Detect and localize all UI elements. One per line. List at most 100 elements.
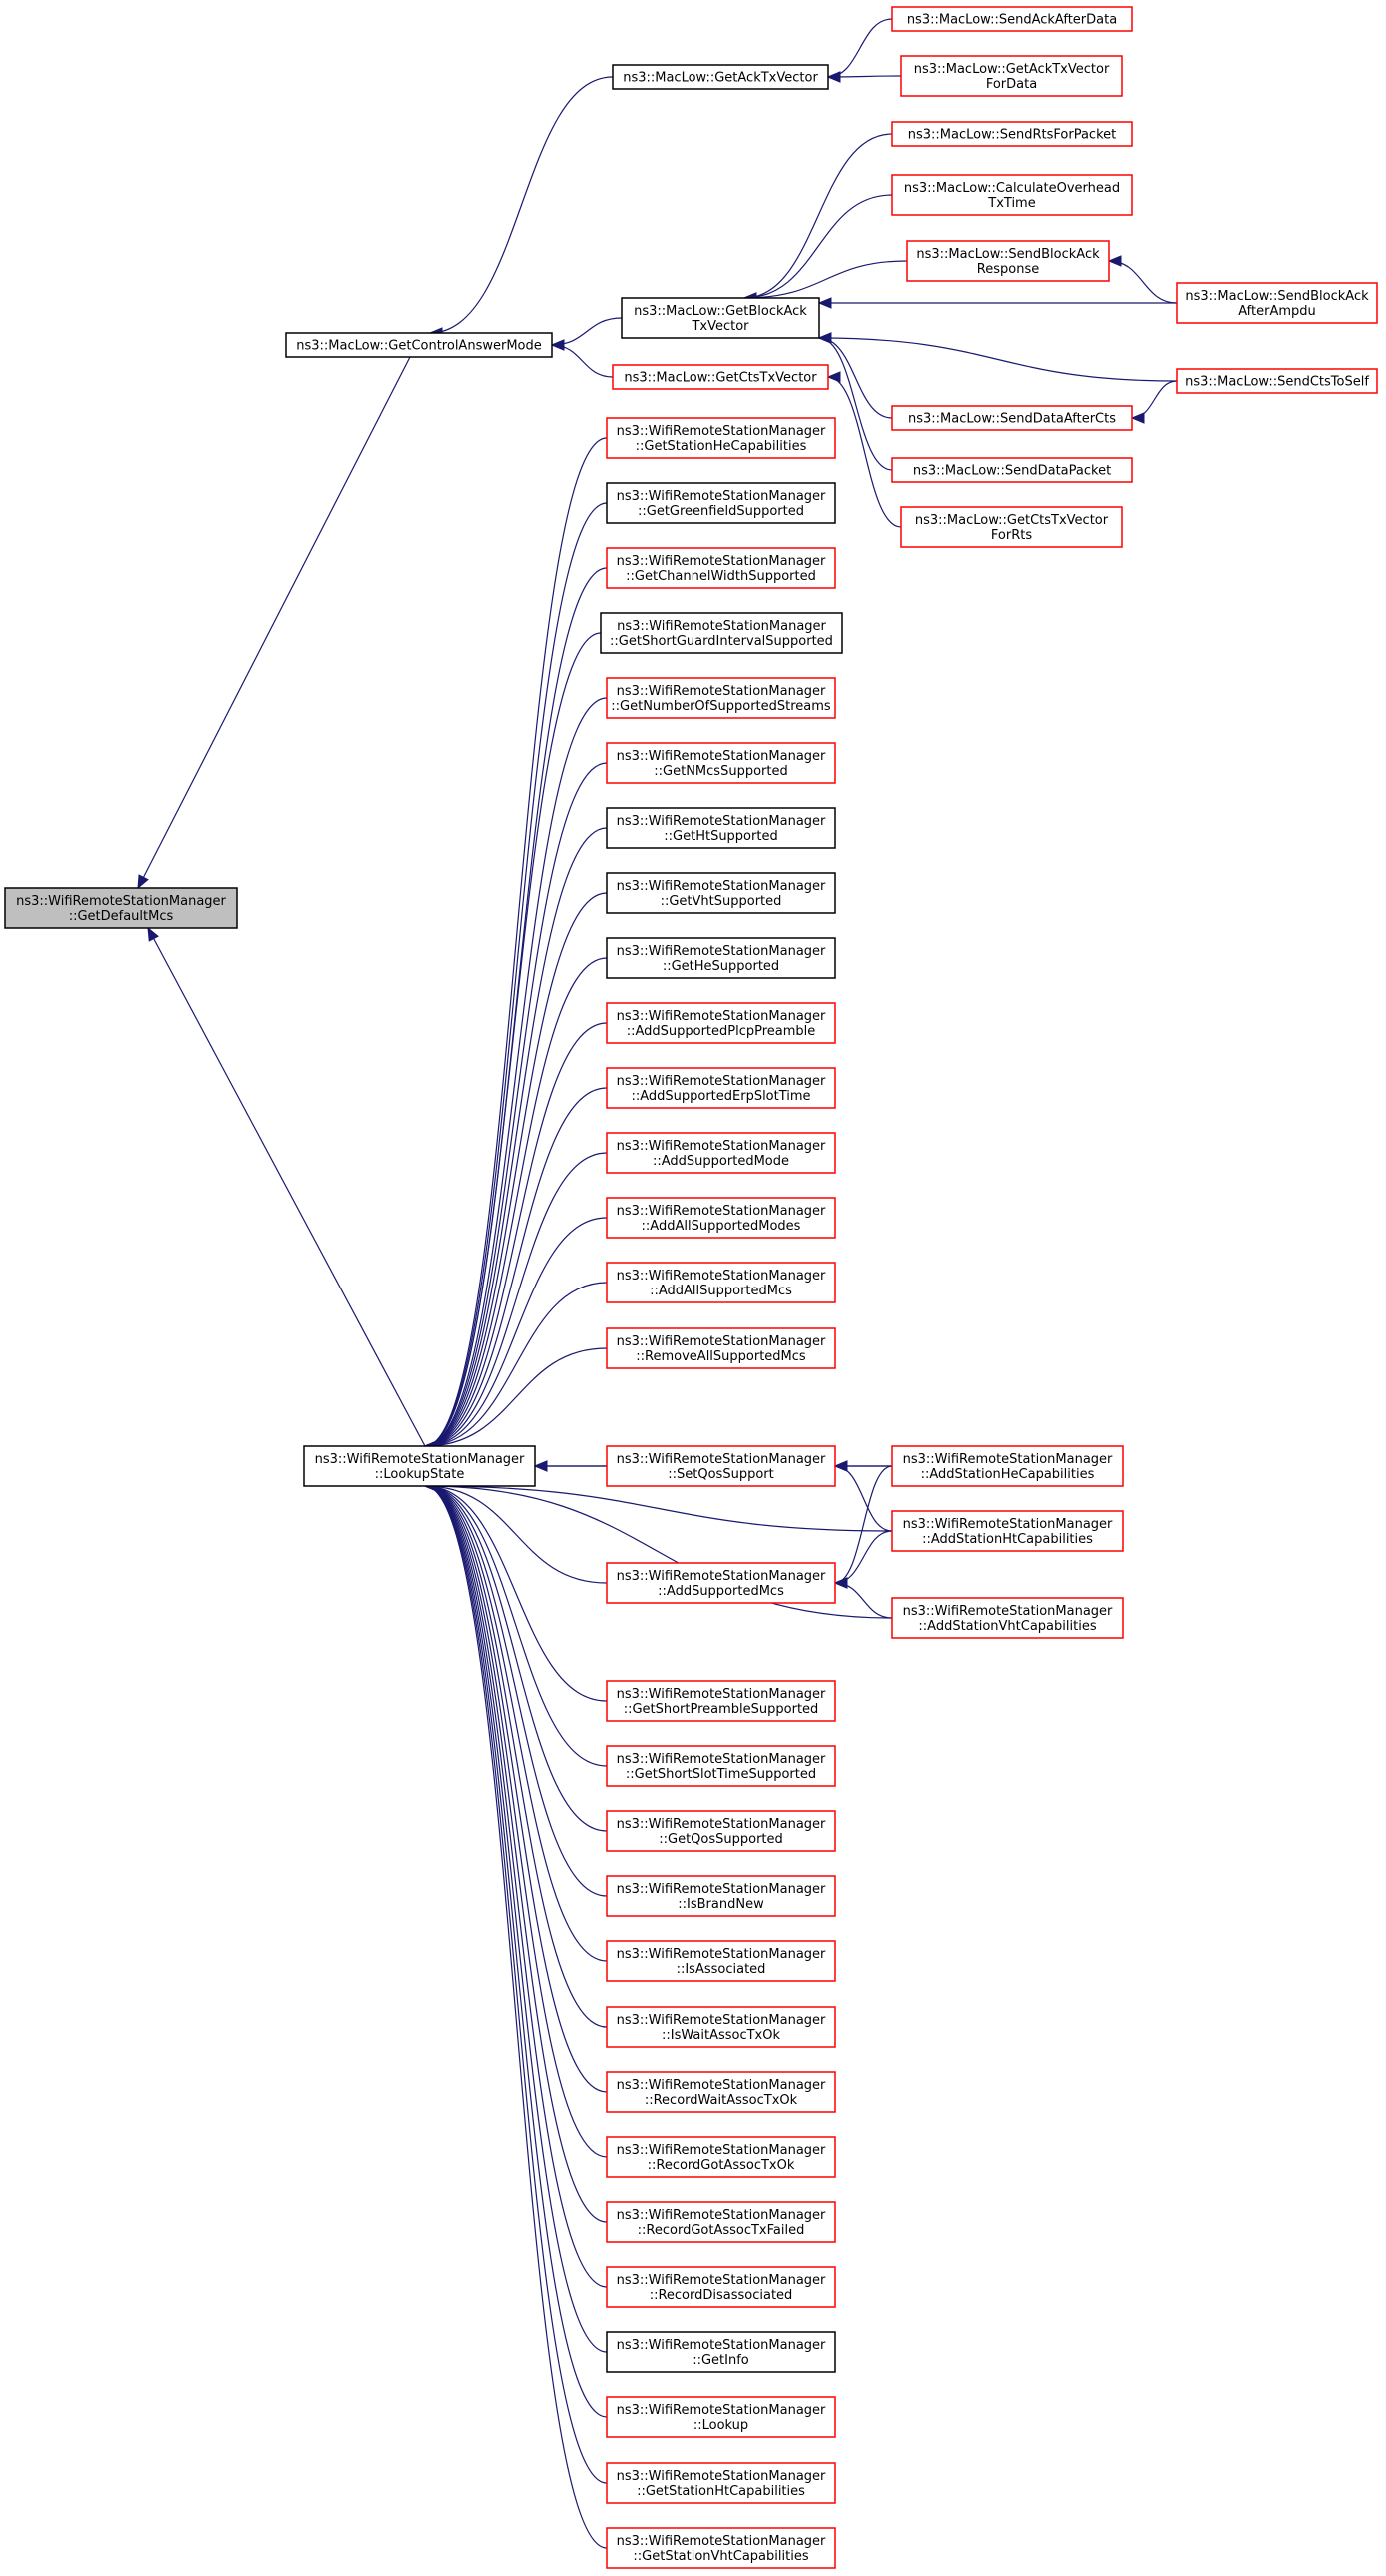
node-is-associated[interactable]: ns3::WifiRemoteStationManager::IsAssocia… bbox=[606, 1940, 836, 1982]
node-label-line: ns3::WifiRemoteStationManager bbox=[617, 2338, 826, 2353]
node-label-line: ::GetQosSupported bbox=[659, 1832, 783, 1847]
node-root: ns3::WifiRemoteStationManager::GetDefaul… bbox=[4, 887, 238, 929]
node-send-data-after-cts[interactable]: ns3::MacLow::SendDataAfterCts bbox=[891, 405, 1133, 431]
node-box bbox=[285, 332, 553, 358]
edge-line bbox=[424, 957, 608, 1447]
node-get-station-ht-capabilities[interactable]: ns3::WifiRemoteStationManager::GetStatio… bbox=[606, 2462, 836, 2504]
node-label-line: ::LookupState bbox=[375, 1467, 465, 1482]
node-label-line: ns3::WifiRemoteStationManager bbox=[617, 2078, 826, 2093]
edge-add-station-ht-capabilities-to-set-qos-support bbox=[833, 1460, 893, 1532]
node-get-qos-supported[interactable]: ns3::WifiRemoteStationManager::GetQosSup… bbox=[606, 1810, 836, 1852]
node-box bbox=[606, 1262, 836, 1303]
node-get-greenfield-supported[interactable]: ns3::WifiRemoteStationManager::GetGreenf… bbox=[606, 482, 836, 524]
node-get-station-he-capabilities[interactable]: ns3::WifiRemoteStationManager::GetStatio… bbox=[606, 417, 836, 459]
node-lookup-state[interactable]: ns3::WifiRemoteStationManager::LookupSta… bbox=[303, 1445, 536, 1487]
arrowhead-icon bbox=[833, 1577, 848, 1589]
node-send-data-packet[interactable]: ns3::MacLow::SendDataPacket bbox=[891, 457, 1133, 483]
node-record-got-assoc-tx-ok[interactable]: ns3::WifiRemoteStationManager::RecordGot… bbox=[606, 2136, 836, 2178]
node-label-line: ::GetStationHeCapabilities bbox=[636, 439, 807, 454]
node-label-line: ::GetInfo bbox=[693, 2353, 749, 2368]
node-label-line: ns3::WifiRemoteStationManager bbox=[617, 1947, 826, 1962]
node-send-ack-after-data[interactable]: ns3::MacLow::SendAckAfterData bbox=[891, 6, 1133, 32]
arrowhead-icon bbox=[533, 1460, 548, 1472]
edge-line bbox=[827, 376, 902, 528]
node-add-station-vht-capabilities[interactable]: ns3::WifiRemoteStationManager::AddStatio… bbox=[891, 1597, 1124, 1639]
node-is-wait-assoc-tx-ok[interactable]: ns3::WifiRemoteStationManager::IsWaitAss… bbox=[606, 2006, 836, 2048]
node-add-supported-erp-slot-time[interactable]: ns3::WifiRemoteStationManager::AddSuppor… bbox=[606, 1067, 836, 1109]
node-get-nmcs-supported[interactable]: ns3::WifiRemoteStationManager::GetNMcsSu… bbox=[606, 742, 836, 784]
edge-line bbox=[424, 1485, 608, 2158]
edge-get-greenfield-supported-to-lookup-state bbox=[423, 502, 608, 1452]
node-label-line: ::Lookup bbox=[693, 2418, 748, 2433]
node-get-cts-tx-vector[interactable]: ns3::MacLow::GetCtsTxVector bbox=[612, 364, 829, 390]
node-label-line: ::RecordDisassociated bbox=[650, 2288, 793, 2303]
node-get-vht-supported[interactable]: ns3::WifiRemoteStationManager::GetVhtSup… bbox=[606, 872, 836, 914]
edge-line bbox=[424, 1485, 608, 2288]
edge-record-disassociated-to-lookup-state bbox=[423, 1480, 608, 2288]
node-send-rts-for-packet[interactable]: ns3::MacLow::SendRtsForPacket bbox=[891, 121, 1133, 147]
node-send-cts-to-self[interactable]: ns3::MacLow::SendCtsToSelf bbox=[1176, 368, 1378, 394]
arrowhead-icon bbox=[550, 339, 565, 351]
node-get-he-supported[interactable]: ns3::WifiRemoteStationManager::GetHeSupp… bbox=[606, 937, 836, 979]
node-label-line: ns3::WifiRemoteStationManager bbox=[617, 489, 826, 504]
node-get-short-slot-time-supported[interactable]: ns3::WifiRemoteStationManager::GetShortS… bbox=[606, 1745, 836, 1787]
node-record-disassociated[interactable]: ns3::WifiRemoteStationManager::RecordDis… bbox=[606, 2266, 836, 2308]
node-box bbox=[606, 417, 836, 459]
edge-line bbox=[424, 1485, 608, 2223]
edge-line bbox=[424, 1485, 608, 1584]
node-box bbox=[1176, 368, 1378, 394]
node-set-qos-support[interactable]: ns3::WifiRemoteStationManager::SetQosSup… bbox=[606, 1445, 836, 1487]
edge-line bbox=[834, 1582, 893, 1619]
node-record-got-assoc-tx-failed[interactable]: ns3::WifiRemoteStationManager::RecordGot… bbox=[606, 2201, 836, 2243]
node-get-control-answer-mode[interactable]: ns3::MacLow::GetControlAnswerMode bbox=[285, 332, 553, 358]
node-get-short-preamble-supported[interactable]: ns3::WifiRemoteStationManager::GetShortP… bbox=[606, 1680, 836, 1722]
edge-send-block-ack-after-ampdu-to-get-block-ack-tx-vector bbox=[817, 297, 1177, 309]
node-get-number-of-supported-streams[interactable]: ns3::WifiRemoteStationManager::GetNumber… bbox=[606, 677, 836, 719]
node-add-all-supported-mcs[interactable]: ns3::WifiRemoteStationManager::AddAllSup… bbox=[606, 1262, 836, 1303]
node-label-line: ns3::WifiRemoteStationManager bbox=[617, 424, 826, 439]
node-record-wait-assoc-tx-ok[interactable]: ns3::WifiRemoteStationManager::RecordWai… bbox=[606, 2071, 836, 2113]
node-label-line: ns3::MacLow::GetAckTxVector bbox=[914, 62, 1110, 77]
node-box bbox=[900, 55, 1123, 97]
node-label-line: ::GetShortGuardIntervalSupported bbox=[610, 634, 833, 649]
edge-line bbox=[424, 1485, 608, 1897]
node-add-station-he-capabilities[interactable]: ns3::WifiRemoteStationManager::AddStatio… bbox=[891, 1445, 1124, 1487]
node-label-line: ns3::MacLow::SendAckAfterData bbox=[907, 13, 1117, 28]
node-label-line: ::GetStationVhtCapabilities bbox=[633, 2549, 808, 2564]
node-label-line: ns3::MacLow::GetCtsTxVector bbox=[624, 371, 817, 386]
node-get-ht-supported[interactable]: ns3::WifiRemoteStationManager::GetHtSupp… bbox=[606, 807, 836, 849]
node-box bbox=[891, 1445, 1124, 1487]
node-add-supported-mcs[interactable]: ns3::WifiRemoteStationManager::AddSuppor… bbox=[606, 1562, 836, 1604]
node-get-channel-width-supported[interactable]: ns3::WifiRemoteStationManager::GetChanne… bbox=[606, 547, 836, 589]
node-label-line: ns3::MacLow::GetAckTxVector bbox=[623, 71, 818, 86]
node-label-line: ::GetChannelWidthSupported bbox=[626, 569, 816, 584]
node-get-short-guard-interval-supported[interactable]: ns3::WifiRemoteStationManager::GetShortG… bbox=[600, 612, 843, 654]
node-get-station-vht-capabilities[interactable]: ns3::WifiRemoteStationManager::GetStatio… bbox=[606, 2527, 836, 2569]
edge-line bbox=[424, 1217, 608, 1447]
node-box bbox=[891, 6, 1133, 32]
edge-get-control-answer-mode-to-root bbox=[137, 356, 411, 890]
node-label-line: ns3::WifiRemoteStationManager bbox=[16, 894, 226, 909]
node-label-line: ns3::MacLow::SendDataPacket bbox=[913, 464, 1111, 479]
node-add-all-supported-modes[interactable]: ns3::WifiRemoteStationManager::AddAllSup… bbox=[606, 1197, 836, 1239]
node-get-info[interactable]: ns3::WifiRemoteStationManager::GetInfo bbox=[606, 2331, 836, 2373]
node-get-ack-tx-vector[interactable]: ns3::MacLow::GetAckTxVector bbox=[612, 64, 829, 90]
node-box bbox=[606, 2136, 836, 2178]
node-label-line: ns3::MacLow::SendCtsToSelf bbox=[1185, 375, 1369, 390]
node-add-supported-mode[interactable]: ns3::WifiRemoteStationManager::AddSuppor… bbox=[606, 1132, 836, 1174]
node-remove-all-supported-mcs[interactable]: ns3::WifiRemoteStationManager::RemoveAll… bbox=[606, 1327, 836, 1369]
edge-get-he-supported-to-lookup-state bbox=[423, 957, 608, 1452]
edge-send-cts-to-self-to-get-block-ack-tx-vector bbox=[817, 332, 1178, 382]
edge-line bbox=[424, 1485, 893, 1619]
node-add-station-ht-capabilities[interactable]: ns3::WifiRemoteStationManager::AddStatio… bbox=[891, 1510, 1124, 1552]
edge-line bbox=[424, 632, 602, 1447]
node-add-supported-plcp-preamble[interactable]: ns3::WifiRemoteStationManager::AddSuppor… bbox=[606, 1002, 836, 1044]
node-lookup[interactable]: ns3::WifiRemoteStationManager::Lookup bbox=[606, 2396, 836, 2438]
node-is-brand-new[interactable]: ns3::WifiRemoteStationManager::IsBrandNe… bbox=[606, 1875, 836, 1917]
